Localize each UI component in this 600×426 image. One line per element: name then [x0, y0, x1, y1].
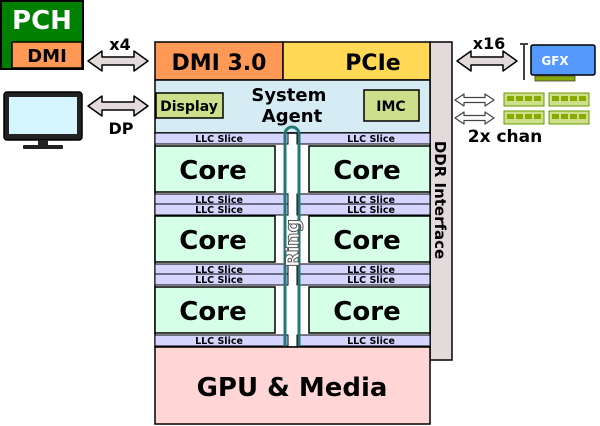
- core-label: Core: [179, 156, 246, 186]
- pch-dmi-label: DMI: [27, 46, 67, 67]
- core-block: [308, 215, 431, 263]
- ddr-interface-label: DDR Interface: [431, 141, 449, 259]
- system-agent-label: System Agent: [251, 85, 332, 127]
- display-block: [155, 92, 224, 119]
- llc-slice: [296, 203, 431, 216]
- llc-slice: [296, 334, 431, 347]
- gfx-card-label: GFX: [541, 54, 569, 68]
- core-block: [154, 145, 276, 193]
- dimm-icon: [503, 92, 545, 107]
- pch-link-arrow: [87, 50, 149, 72]
- core-block: [154, 286, 276, 334]
- pcie-link-label: x16: [473, 34, 506, 53]
- imc-block: [363, 89, 420, 122]
- pch-link-label: x4: [109, 35, 130, 54]
- core-block: [308, 286, 431, 334]
- llc-slice-label: LLC Slice: [195, 134, 243, 145]
- llc-slice-label: LLC Slice: [195, 195, 243, 206]
- pch-dmi-box: [11, 41, 83, 69]
- display-link-arrow: [87, 95, 149, 117]
- llc-slice: [296, 132, 431, 145]
- imc-label: IMC: [376, 99, 405, 115]
- monitor-icon: [3, 91, 83, 149]
- llc-slice-label: LLC Slice: [347, 134, 395, 145]
- core-label: Core: [179, 297, 246, 327]
- llc-slice: [154, 132, 289, 145]
- pch-title: PCH: [12, 6, 72, 36]
- llc-slice-label: LLC Slice: [195, 265, 243, 276]
- pcie-link-arrow: [456, 50, 518, 72]
- display-link-label: DP: [108, 119, 133, 138]
- dimm-icon: [548, 92, 590, 107]
- core-block: [154, 215, 276, 263]
- llc-slice-label: LLC Slice: [347, 205, 395, 216]
- dimm-icon: [503, 110, 545, 125]
- llc-slice-label: LLC Slice: [195, 275, 243, 286]
- core-block: [308, 145, 431, 193]
- llc-slice-label: LLC Slice: [195, 205, 243, 216]
- dimm-icon: [548, 110, 590, 125]
- llc-slice-label: LLC Slice: [195, 336, 243, 347]
- core-label: Core: [333, 226, 400, 256]
- llc-slice-label: LLC Slice: [347, 275, 395, 286]
- llc-slice-label: LLC Slice: [347, 336, 395, 347]
- memory-channels-label: 2x chan: [468, 127, 542, 147]
- gpu-media-label: GPU & Media: [197, 373, 388, 403]
- display-label: Display: [160, 99, 218, 115]
- llc-slice-label: LLC Slice: [347, 195, 395, 206]
- pch-chip: PCH DMI: [0, 0, 84, 70]
- dmi3-label: DMI 3.0: [172, 51, 267, 76]
- memory-channel-arrow-2: [454, 111, 495, 125]
- llc-slice: [154, 273, 289, 286]
- llc-slice: [154, 334, 289, 347]
- gfx-card-icon: GFX: [520, 43, 596, 82]
- llc-slice: [154, 203, 289, 216]
- core-label: Core: [333, 297, 400, 327]
- llc-slice: [296, 273, 431, 286]
- gpu-media-block: [154, 346, 431, 425]
- memory-channel-arrow-1: [454, 93, 495, 107]
- pcie-label: PCIe: [345, 51, 400, 76]
- ring-label: Ring: [282, 219, 304, 267]
- ddr-interface: DDR Interface: [429, 41, 453, 361]
- llc-slice-label: LLC Slice: [347, 265, 395, 276]
- core-label: Core: [179, 226, 246, 256]
- core-label: Core: [333, 156, 400, 186]
